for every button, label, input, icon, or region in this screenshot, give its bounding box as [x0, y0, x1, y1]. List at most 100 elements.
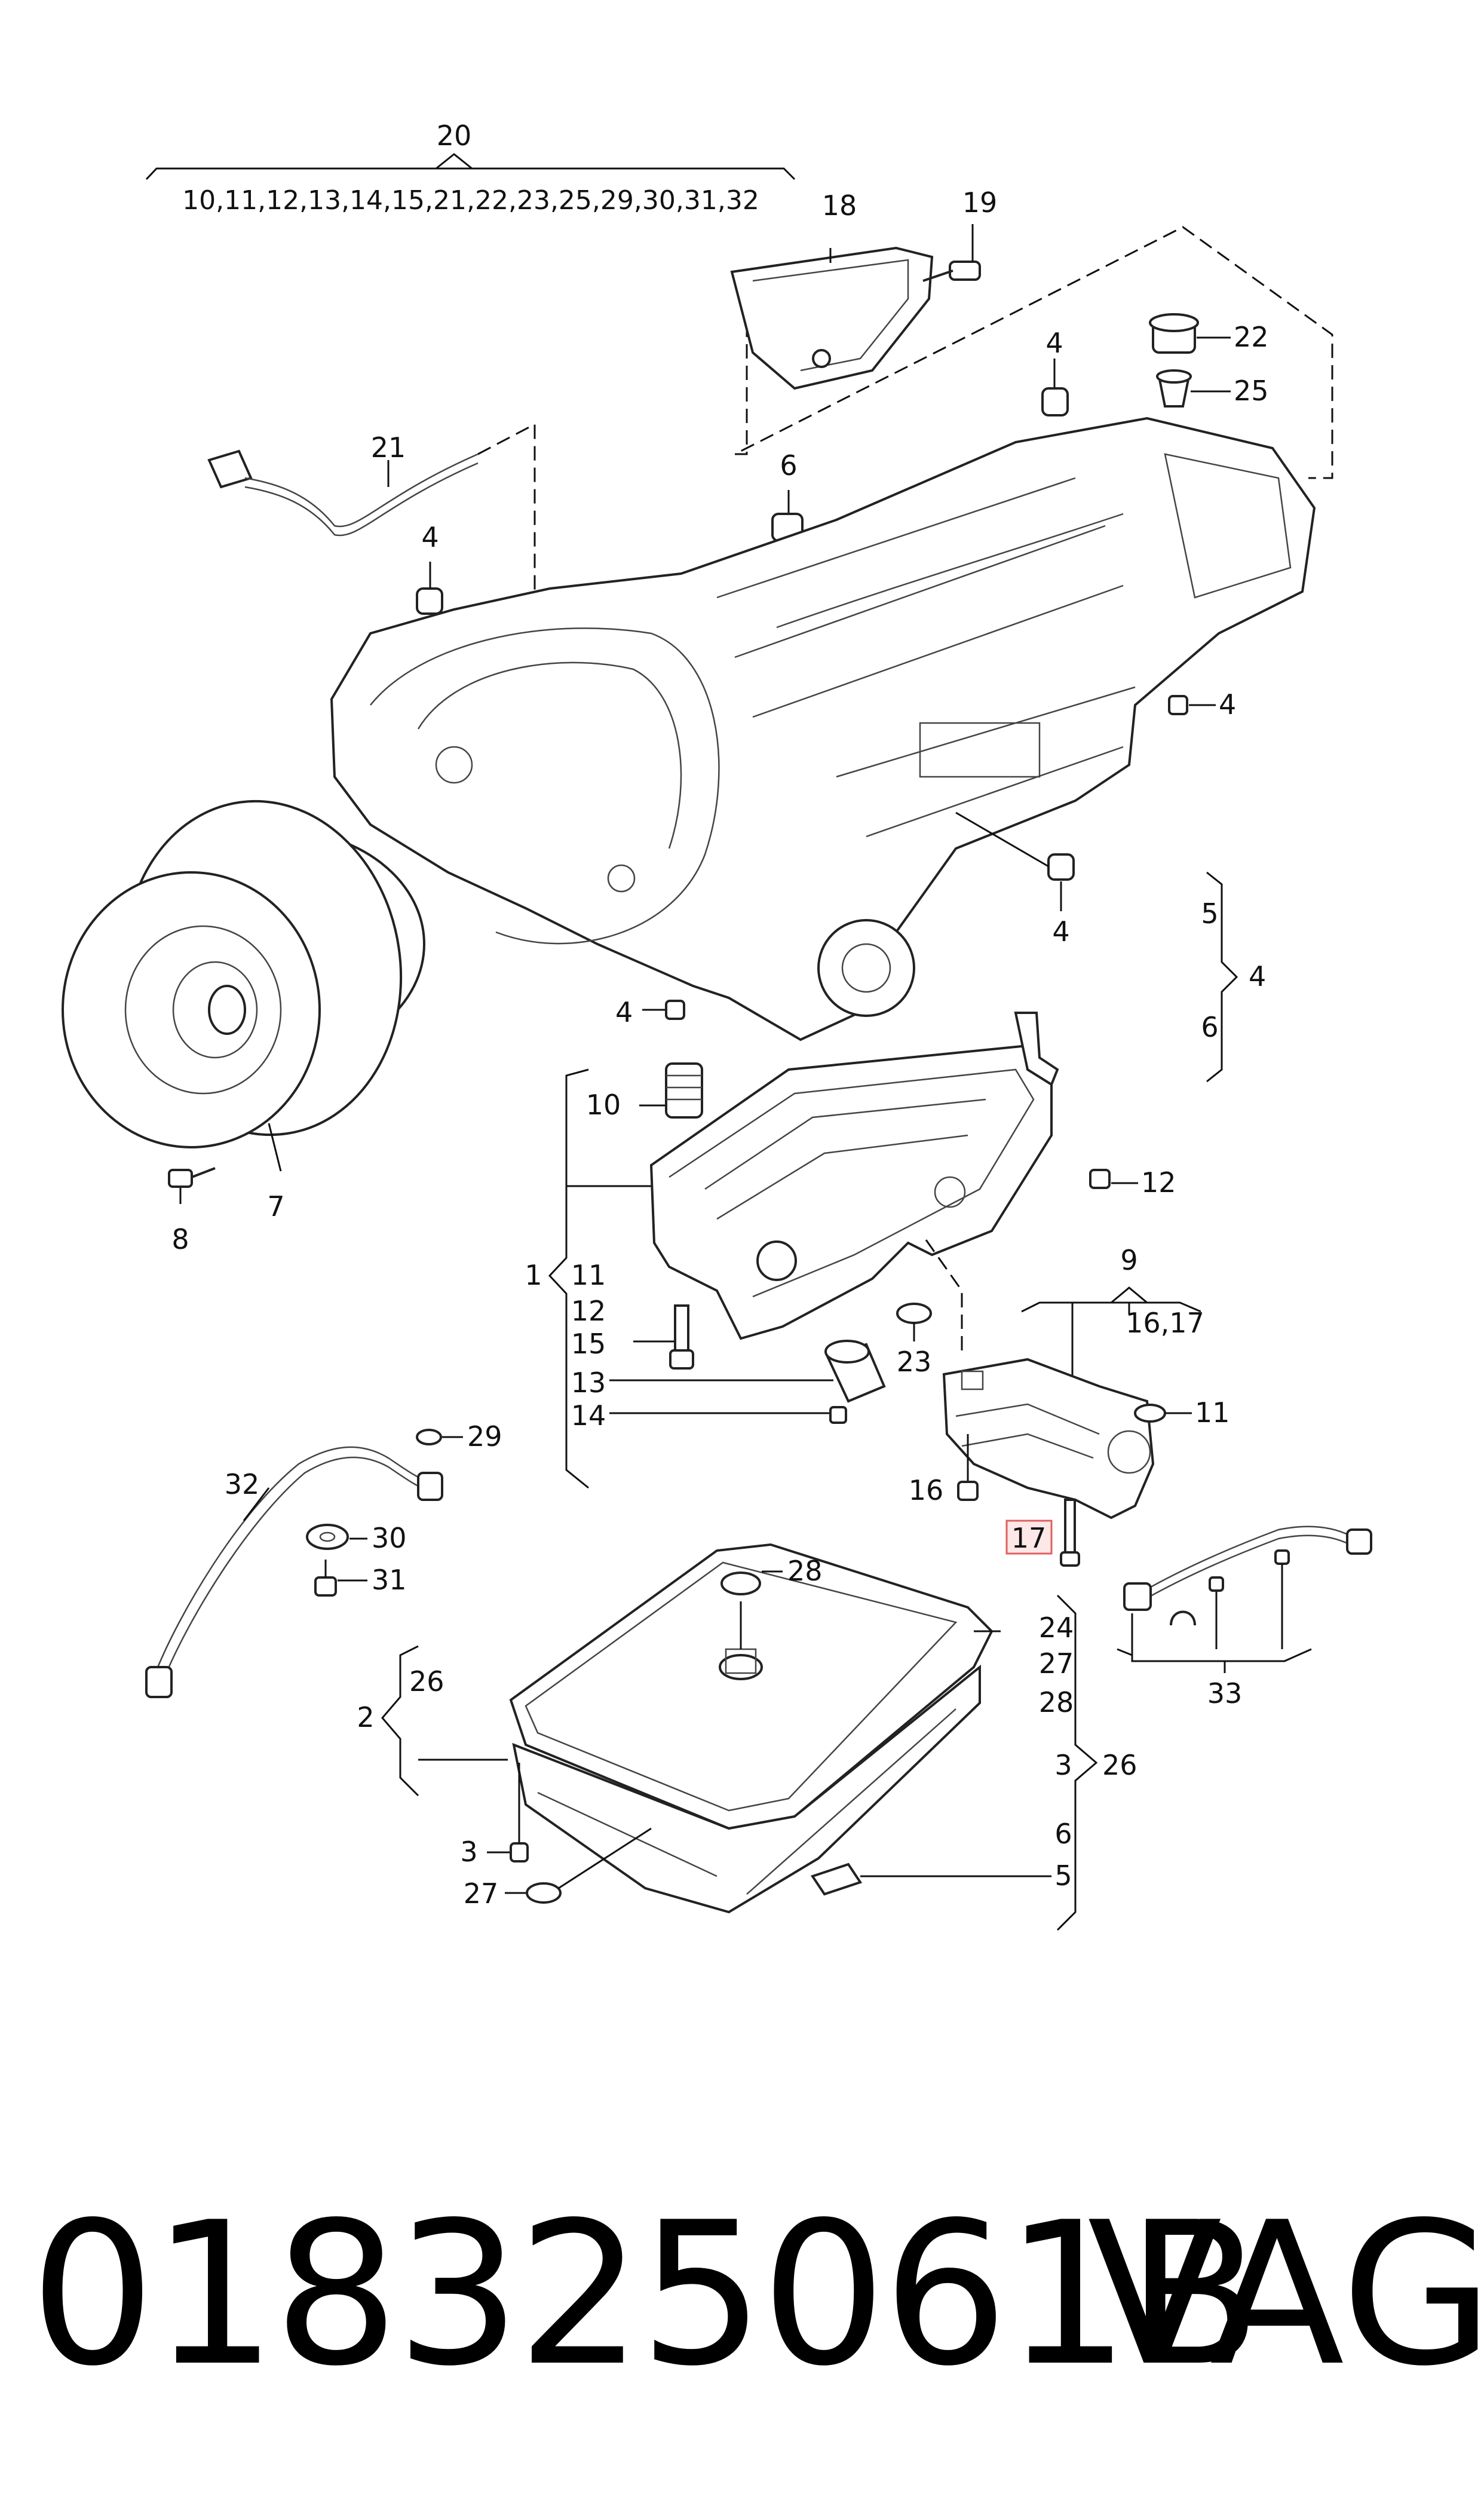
- bolt-17: [1060, 1499, 1080, 1567]
- label-17: 17: [1011, 1522, 1047, 1554]
- bracket-2: [381, 1645, 508, 1797]
- o-ring-11: [1134, 1404, 1192, 1423]
- bracket-26-right: [1056, 1594, 1098, 1931]
- o-ring-23: [896, 1303, 932, 1341]
- label-6-list: 6: [1054, 1818, 1072, 1850]
- group-20-bracket: [145, 153, 796, 180]
- label-12-list: 12: [571, 1295, 606, 1327]
- cap-22: [1149, 313, 1231, 354]
- wiring-harness-21: [207, 449, 479, 537]
- label-4-bottom: 4: [615, 996, 633, 1028]
- label-26-right: 26: [1102, 1749, 1137, 1781]
- label-16-17: 16,17: [1126, 1307, 1204, 1339]
- callout-labels: 20 10,11,12,13,14,15,21,22,23,25,29,30,3…: [171, 120, 1268, 1910]
- plug-4-top: [1041, 359, 1069, 416]
- bracket-9: [1021, 1286, 1201, 1386]
- bracket-cover-18: [730, 246, 934, 390]
- oil-pipe-32: [145, 1446, 443, 1698]
- wiring-harness-33: [1117, 1525, 1372, 1673]
- label-11-list: 11: [571, 1259, 606, 1291]
- label-4-right: 4: [1219, 688, 1236, 721]
- o-ring-28: [720, 1570, 783, 1595]
- plug-4-mid: [1047, 853, 1075, 911]
- label-6-top: 6: [780, 449, 797, 482]
- label-18: 18: [822, 189, 857, 222]
- bolt-31: [314, 1560, 367, 1597]
- bolt-12: [1089, 1169, 1138, 1189]
- label-14: 14: [571, 1399, 606, 1432]
- bracket-5-6: [1206, 871, 1238, 1083]
- mechatronic-unit-1: [649, 1012, 1059, 1340]
- label-2: 2: [357, 1701, 374, 1733]
- label-3-bolt: 3: [460, 1836, 477, 1868]
- drain-plug-5: [810, 1862, 1051, 1896]
- label-19: 19: [962, 186, 998, 219]
- label-27-list: 27: [1039, 1647, 1074, 1680]
- label-5-bracket: 5: [1201, 897, 1218, 930]
- label-25: 25: [1234, 375, 1269, 407]
- bolt-4-bottom: [642, 1000, 685, 1020]
- label-8: 8: [171, 1223, 189, 1255]
- label-5-list: 5: [1054, 1860, 1072, 1892]
- label-31: 31: [372, 1564, 407, 1596]
- footer: 018325061B VAG: [0, 2175, 1484, 2414]
- oil-pan-2: [509, 1543, 1001, 1914]
- bolt-3: [487, 1763, 529, 1862]
- label-28-top: 28: [787, 1555, 823, 1587]
- leader-4-mid: [955, 811, 1049, 868]
- washer-27: [505, 1882, 562, 1904]
- label-6-bracket: 6: [1201, 1011, 1218, 1043]
- bolt-4-right: [1168, 695, 1216, 715]
- bolt-19: [922, 224, 981, 282]
- label-30: 30: [372, 1522, 407, 1554]
- label-21: 21: [371, 431, 406, 464]
- washer-30: [306, 1524, 367, 1550]
- label-20: 20: [437, 120, 472, 152]
- label-4-bracket: 4: [1249, 960, 1266, 992]
- bolt-16: [957, 1434, 979, 1501]
- label-10: 10: [586, 1089, 621, 1121]
- label-22: 22: [1234, 321, 1269, 353]
- label-7: 7: [267, 1190, 284, 1223]
- label-4-left: 4: [421, 521, 439, 553]
- leader-27-pan: [558, 1827, 652, 1889]
- label-9: 9: [1120, 1244, 1137, 1276]
- control-module-9: [942, 1358, 1155, 1520]
- label-4-top: 4: [1045, 327, 1063, 359]
- label-16: 16: [909, 1474, 944, 1506]
- label-13: 13: [571, 1367, 606, 1399]
- label-11-oring: 11: [1195, 1396, 1230, 1429]
- label-3-list: 3: [1054, 1749, 1072, 1781]
- label-1: 1: [525, 1259, 542, 1291]
- label-33: 33: [1207, 1677, 1243, 1710]
- label-4-mid: 4: [1052, 915, 1069, 948]
- bolt-14: [609, 1406, 847, 1424]
- label-32: 32: [225, 1468, 260, 1500]
- plug-4-left: [416, 562, 443, 615]
- label-20-list: 10,11,12,13,14,15,21,22,23,25,29,30,31,3…: [182, 185, 759, 216]
- dashed-link-mechatronic: [925, 1239, 963, 1350]
- transmission-housing: [330, 416, 1316, 1041]
- label-15: 15: [571, 1328, 606, 1360]
- washer-29: [416, 1429, 463, 1445]
- seal-25: [1156, 369, 1231, 408]
- bolt-15: [633, 1304, 694, 1370]
- sleeve-13: [609, 1340, 886, 1403]
- dashed-frame-top: [734, 226, 1333, 479]
- label-27-washer: 27: [464, 1877, 499, 1910]
- exploded-view-svg: 20 10,11,12,13,14,15,21,22,23,25,29,30,3…: [62, 120, 1372, 1931]
- label-24: 24: [1039, 1612, 1074, 1644]
- bolt-8: [168, 1167, 216, 1204]
- highlight-17: [1005, 1520, 1053, 1555]
- spring-10: [639, 1062, 703, 1119]
- label-28-list: 28: [1039, 1686, 1074, 1718]
- bracket-1: [548, 1068, 654, 1489]
- torque-converter-7: [62, 799, 425, 1172]
- part-number: 018325061B: [30, 2180, 1262, 2409]
- label-12-bolt: 12: [1141, 1166, 1176, 1199]
- label-26-left: 26: [409, 1665, 444, 1698]
- label-23: 23: [897, 1346, 932, 1378]
- brand-name: VAG: [1087, 2180, 1484, 2409]
- label-29: 29: [467, 1420, 502, 1453]
